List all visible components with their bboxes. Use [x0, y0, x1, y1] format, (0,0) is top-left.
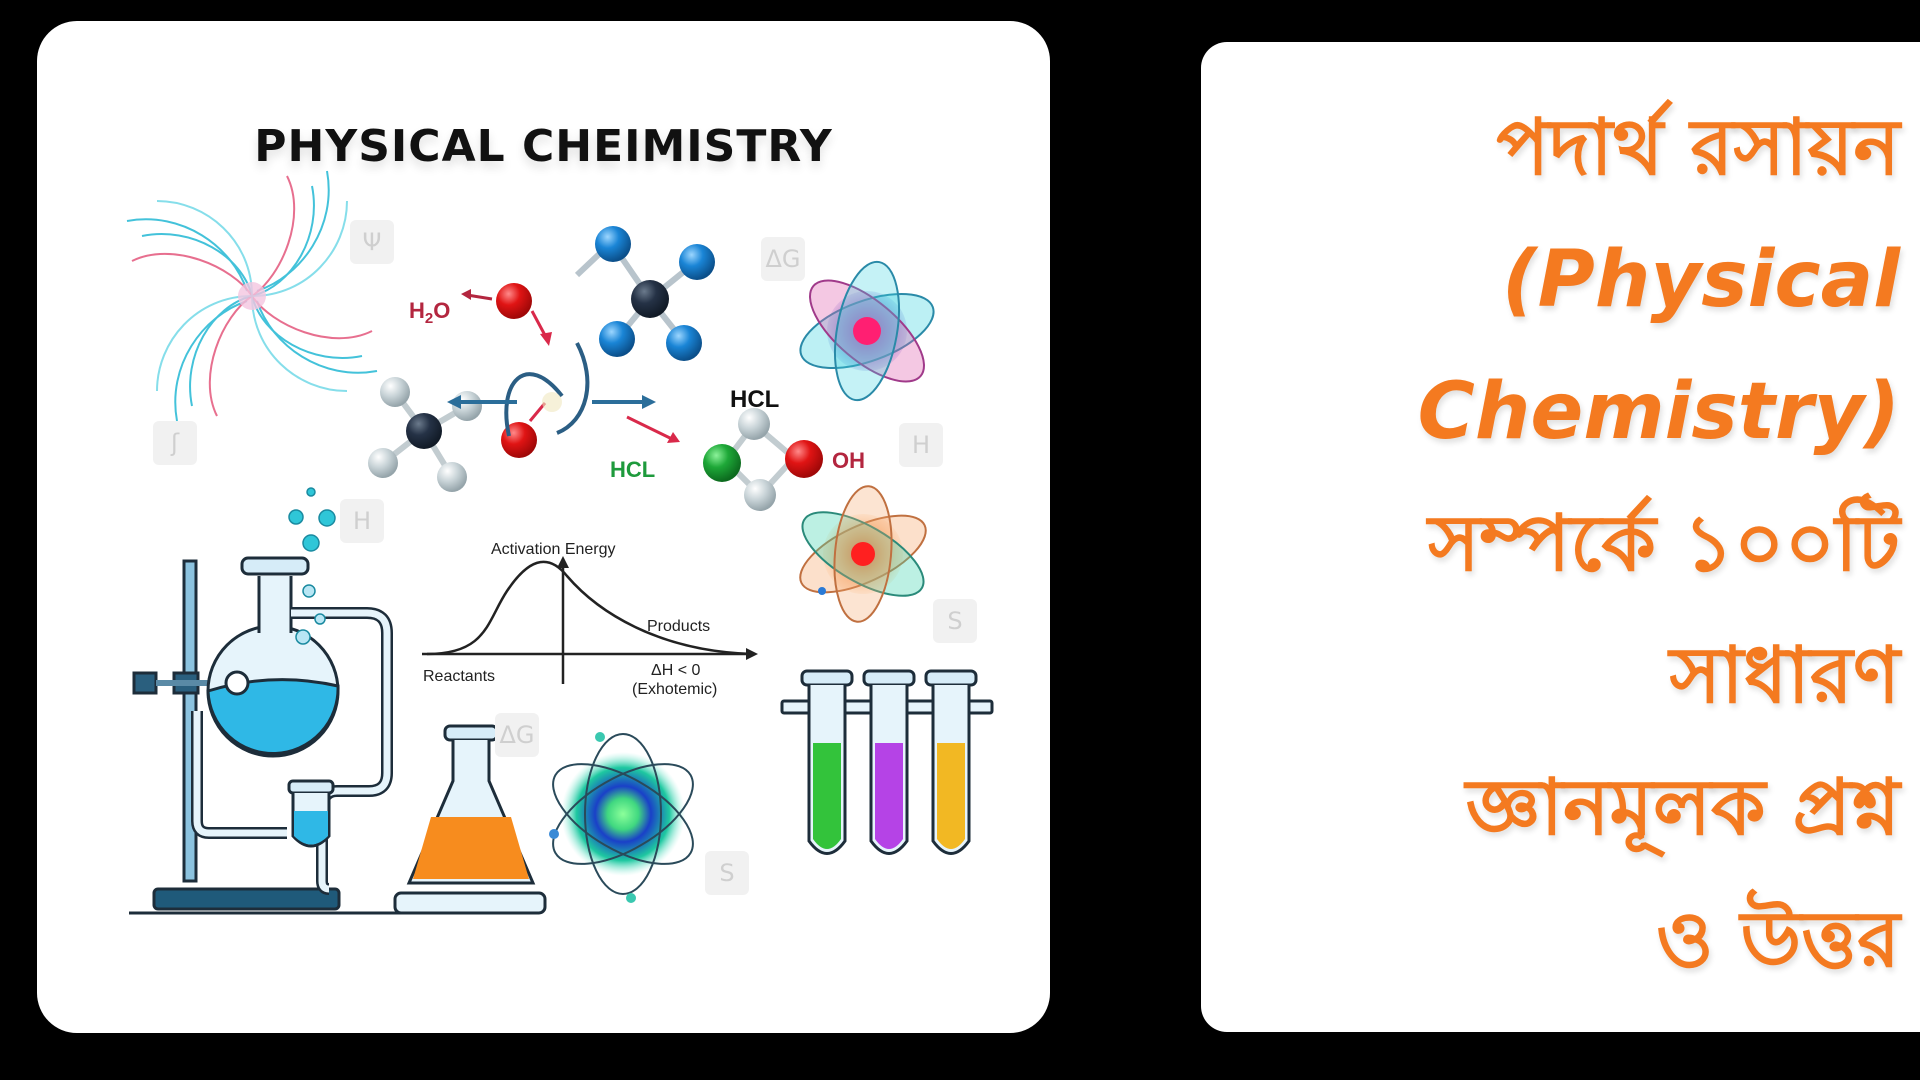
symbol-tile-psi: Ψ [350, 220, 394, 264]
atom-orange [799, 485, 927, 623]
energy-reactants: Reactants [423, 668, 495, 685]
title-line-4: সম্পর্কে ১০০টি [1428, 499, 1900, 589]
energy-title: Activation Energy [491, 541, 616, 558]
title-line-6: জ্ঞানমূলক প্রশ্ন [1465, 763, 1900, 853]
illustration-title: PHYSICAL CHEIMISTRY [254, 121, 833, 172]
bubbles [288, 487, 336, 645]
atom-pink [799, 260, 935, 402]
title-line-1: পদার্থ রসায়ন [1496, 103, 1900, 193]
illustration-card: PHYSICAL CHEIMISTRY [37, 21, 1050, 1033]
test-tube-yellow [924, 669, 978, 855]
reaction-molecules: H2O HCL HCL OH [368, 226, 865, 511]
bengali-title: পদার্থ রসায়ন (Physical Chemistry) সম্পর… [1260, 82, 1900, 1006]
label-hcl-top: HCL [730, 386, 779, 413]
symbol-tile-delta-g-bottom: ΔG [495, 713, 539, 757]
label-h2o: H2O [409, 298, 450, 327]
label-oh: OH [832, 448, 865, 473]
symbol-tile-h: H [340, 499, 384, 543]
chemistry-illustration: H2O HCL HCL OH [126, 170, 994, 915]
atom-green [549, 732, 694, 903]
test-tube-purple [862, 669, 916, 855]
title-card: পদার্থ রসায়ন (Physical Chemistry) সম্পর… [1201, 42, 1920, 1032]
energy-products: Products [647, 618, 710, 635]
lab-apparatus [129, 556, 547, 915]
symbol-tile-integral: ʃ [153, 421, 197, 465]
activation-energy-diagram: Activation Energy Reactants Products ΔH … [422, 541, 758, 698]
title-line-3: Chemistry) [1417, 367, 1900, 457]
title-line-7: ও উত্তর [1655, 895, 1900, 985]
test-tube-rack [780, 669, 994, 855]
title-line-5: সাধারণ [1669, 631, 1900, 721]
spiral-graphic [126, 170, 378, 422]
title-line-2: (Physical [1502, 235, 1900, 325]
symbol-tile-delta-g: ΔG [761, 237, 805, 281]
symbol-tile-s-bottom: S [705, 851, 749, 895]
symbol-tile-s: S [933, 599, 977, 643]
test-tube-green [800, 669, 854, 855]
energy-delta: ΔH < 0 [651, 662, 700, 679]
energy-delta-note: (Exhotemic) [632, 681, 717, 698]
label-hcl-left: HCL [610, 457, 655, 482]
symbol-tile-h-right: H [899, 423, 943, 467]
